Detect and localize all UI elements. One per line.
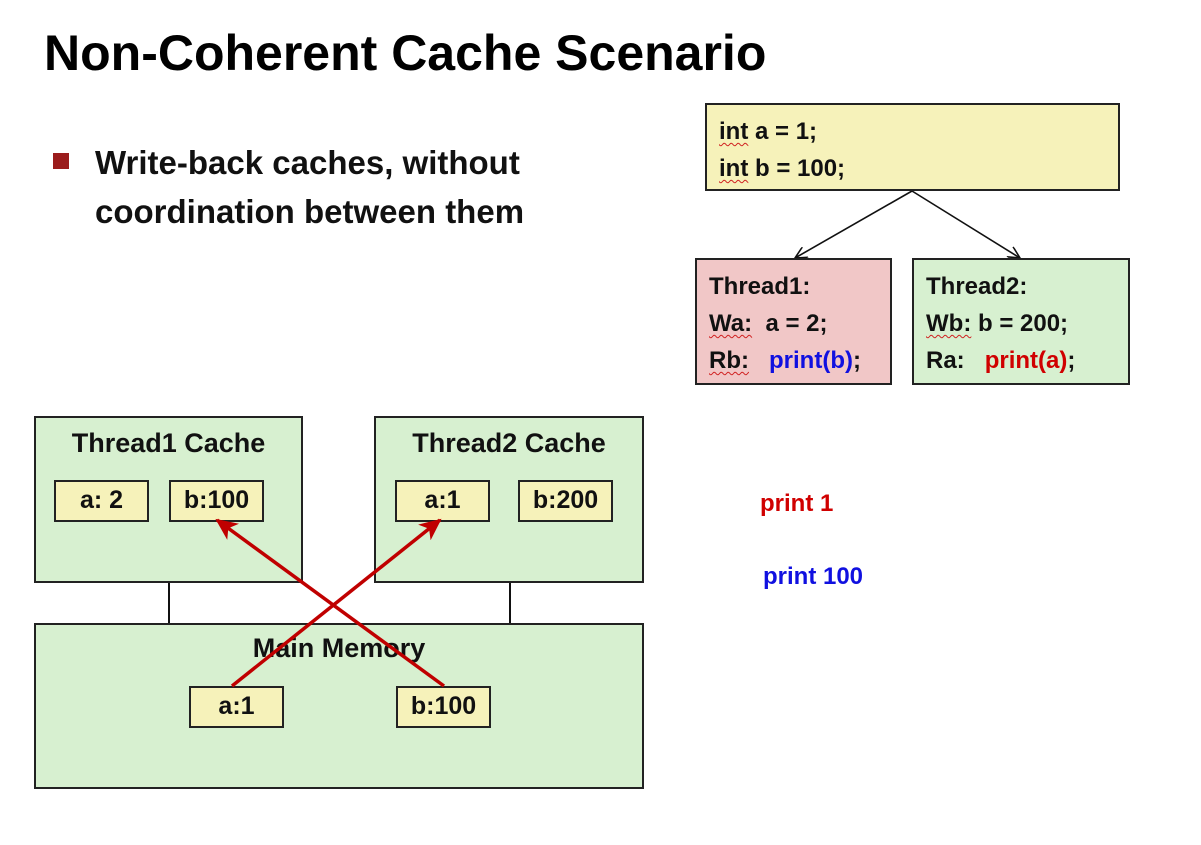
thread1-write-line: Wa: a = 2; xyxy=(709,305,890,342)
bullet-line-2: coordination between them xyxy=(95,193,525,230)
thread2-write-stmt: b = 200; xyxy=(977,310,1069,337)
fork-arrow-thread2 xyxy=(911,190,1020,258)
thread2-read-semi: ; xyxy=(1067,347,1076,374)
keyword-int: int xyxy=(719,118,749,145)
thread2-read-line: Ra: print(a); xyxy=(926,342,1128,379)
thread2-box: Thread2: Wb: b = 200; Ra: print(a); xyxy=(912,258,1130,385)
thread2-read-label: Ra: xyxy=(926,347,965,374)
main-memory-b: b:100 xyxy=(396,686,491,728)
init-b-stmt: b = 100; xyxy=(748,155,846,182)
thread1-read-line: Rb: print(b); xyxy=(709,342,890,379)
thread1-header: Thread1: xyxy=(709,273,811,300)
thread1-cache-box: Thread1 Cache a: 2 b:100 xyxy=(34,416,303,583)
init-a-stmt: a = 1; xyxy=(748,118,818,145)
init-code-box: int a = 1; int b = 100; xyxy=(705,103,1120,191)
output-print-1: print 1 xyxy=(760,490,834,517)
thread2-cache-a: a:1 xyxy=(395,480,490,522)
thread1-read-label: Rb: xyxy=(709,347,749,374)
thread2-cache-b: b:200 xyxy=(518,480,613,522)
bullet-marker xyxy=(53,153,69,169)
thread1-read-semi: ; xyxy=(852,347,861,374)
thread1-cache-title: Thread1 Cache xyxy=(71,428,266,458)
arrow-mem-b-to-thread1-cache xyxy=(215,518,446,688)
arrow-mem-a-to-thread2-cache xyxy=(230,518,442,688)
main-memory-a: a:1 xyxy=(189,686,284,728)
thread1-box: Thread1: Wa: a = 2; Rb: print(b); xyxy=(695,258,892,385)
init-line-b: int b = 100; xyxy=(719,150,1118,187)
init-line-a: int a = 1; xyxy=(719,113,1118,150)
bullet-line-1: Write-back caches, without xyxy=(95,144,520,181)
thread1-read-call: print(b) xyxy=(769,347,853,374)
thread2-write-label: Wb: xyxy=(926,310,972,337)
thread2-read-call: print(a) xyxy=(984,347,1068,374)
thread1-write-label: Wa: xyxy=(709,310,753,337)
keyword-int: int xyxy=(719,155,749,182)
slide-title: Non-Coherent Cache Scenario xyxy=(44,25,767,81)
output-print-100: print 100 xyxy=(763,563,864,590)
thread2-cache-title: Thread2 Cache xyxy=(412,428,606,458)
bullet-text: Write-back caches, without coordination … xyxy=(95,138,615,236)
thread1-write-stmt: a = 2; xyxy=(765,310,828,337)
thread2-write-line: Wb: b = 200; xyxy=(926,305,1128,342)
thread1-cache-a: a: 2 xyxy=(54,480,149,522)
thread2-cache-box: Thread2 Cache a:1 b:200 xyxy=(374,416,644,583)
thread2-header: Thread2: xyxy=(926,273,1028,300)
fork-arrow-thread1 xyxy=(795,190,913,258)
